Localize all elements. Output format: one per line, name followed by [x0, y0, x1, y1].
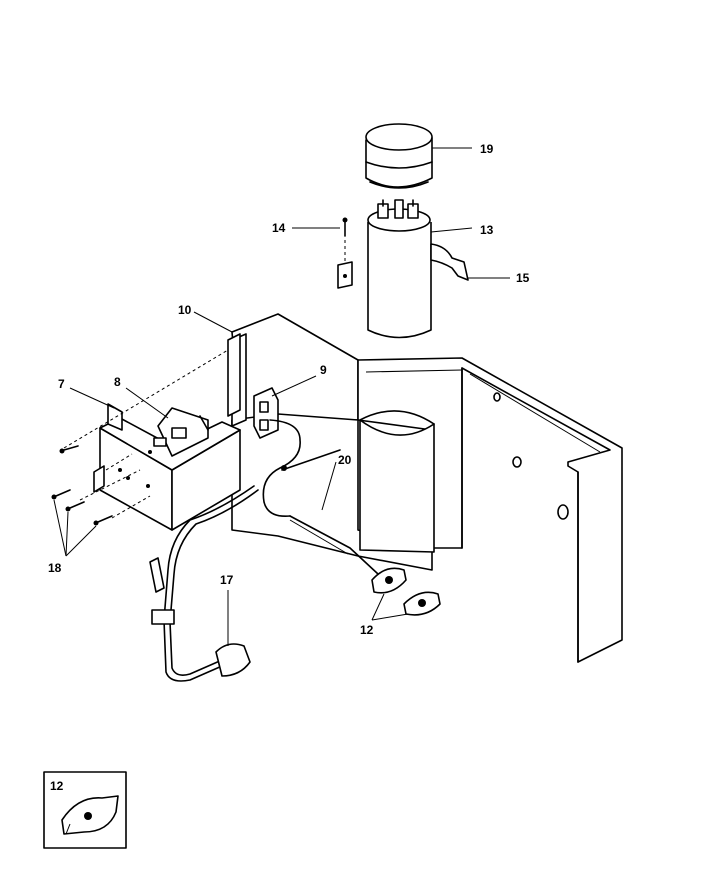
wiring — [262, 419, 379, 575]
callouts: 19 14 13 15 10 9 7 8 20 18 17 12 — [48, 142, 530, 637]
callout-10: 10 — [178, 303, 192, 317]
inset-box: 12 — [43, 771, 127, 849]
part-8-relay — [153, 407, 209, 457]
part-19-cap — [365, 123, 433, 189]
part-12-grommets — [371, 567, 441, 616]
inset-label: 12 — [50, 779, 64, 793]
part-13-capacitor — [367, 199, 432, 339]
callout-19: 19 — [480, 142, 494, 156]
callout-15: 15 — [516, 271, 530, 285]
callout-12: 12 — [360, 623, 374, 637]
leader-lines — [53, 147, 510, 646]
part-14-screw — [342, 217, 348, 237]
capacitor-mount-bracket — [337, 261, 353, 289]
callout-8: 8 — [114, 375, 121, 389]
part-9-switch — [253, 387, 279, 439]
part-18-screws — [51, 445, 113, 526]
callout-13: 13 — [480, 223, 494, 237]
callout-7: 7 — [58, 377, 65, 391]
callout-9: 9 — [320, 363, 327, 377]
part-10-bracket — [227, 333, 241, 417]
callout-14: 14 — [272, 221, 286, 235]
callout-17: 17 — [220, 573, 234, 587]
callout-20: 20 — [338, 453, 352, 467]
part-20-sensor — [281, 449, 341, 471]
part-15-strap — [430, 243, 469, 281]
part-17-power-cord — [149, 485, 259, 682]
callout-18: 18 — [48, 561, 62, 575]
